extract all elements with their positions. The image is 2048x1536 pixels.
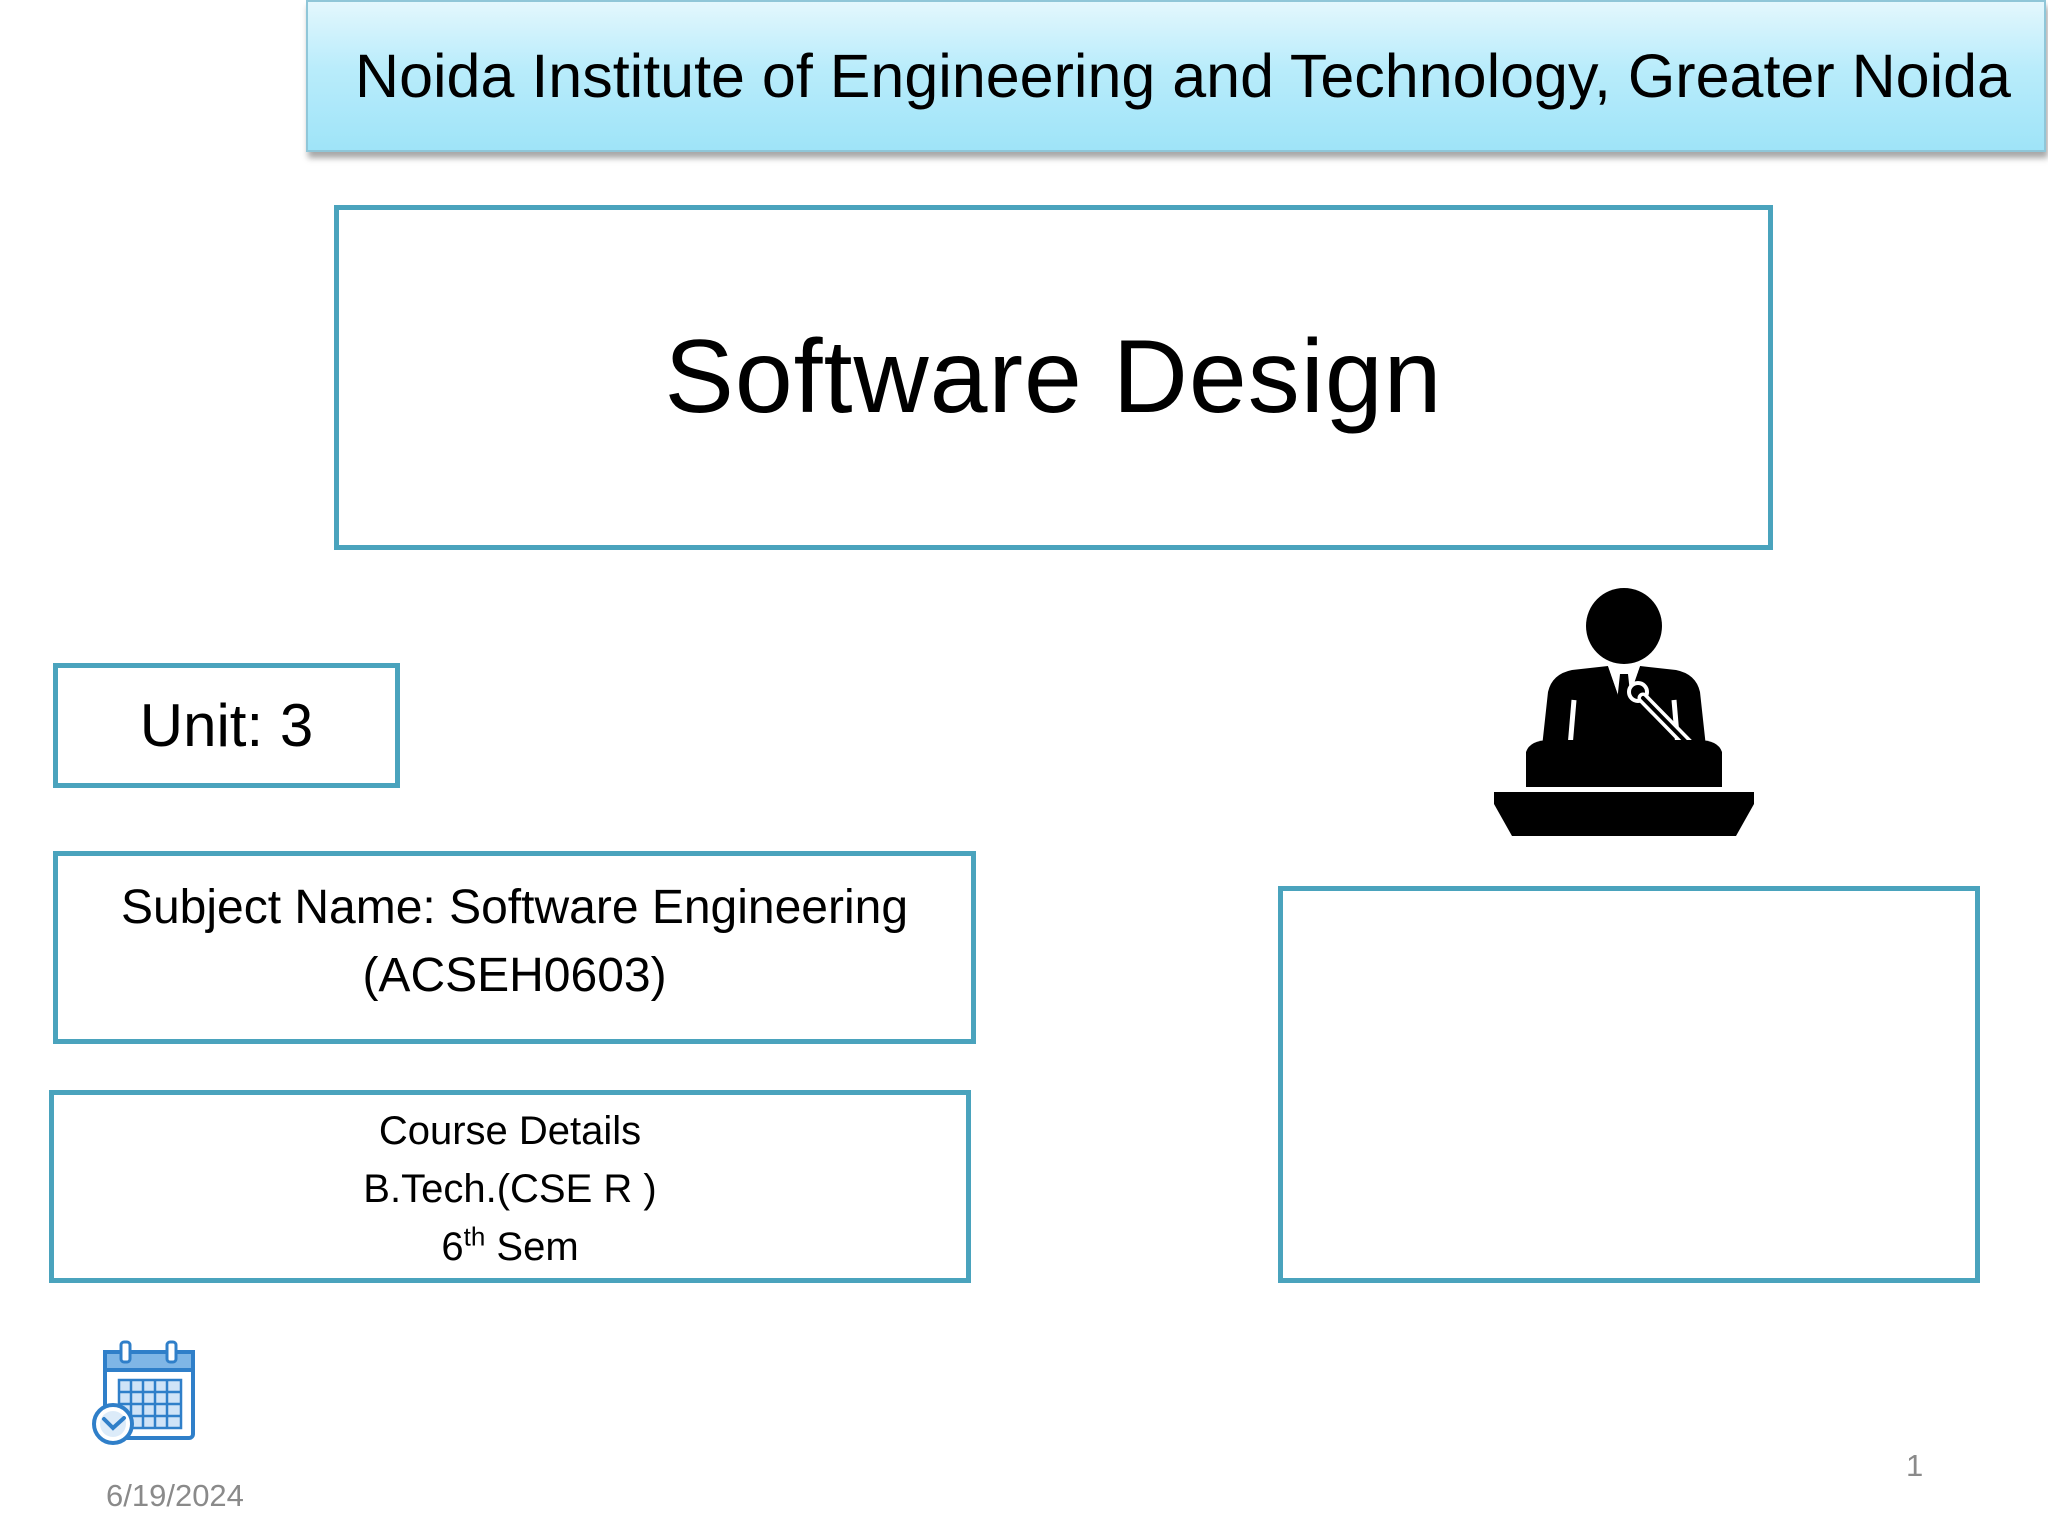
institute-name: Noida Institute of Engineering and Techn… [355, 42, 2011, 110]
page-number: 1 [1906, 1448, 1924, 1483]
course-semester: 6th Sem [54, 1218, 966, 1276]
placeholder-box [1278, 886, 1980, 1283]
title-box: Software Design [334, 205, 1773, 550]
semester-word: Sem [485, 1225, 579, 1269]
semester-suffix: th [463, 1221, 486, 1252]
slide-title: Software Design [664, 319, 1443, 435]
course-program: B.Tech.(CSE R ) [363, 1167, 657, 1211]
subject-code: (ACSEH0603) [362, 949, 667, 1002]
subject-name: Subject Name: Software Engineering [120, 881, 909, 934]
calendar-clock-icon [92, 1340, 195, 1445]
unit-label: Unit: 3 [139, 692, 314, 759]
slide-date: 6/19/2024 [106, 1478, 244, 1513]
subject-box: Subject Name: Software Engineering (ACSE… [53, 851, 976, 1044]
course-details-box: Course Details B.Tech.(CSE R ) 6th Sem [49, 1090, 971, 1283]
institute-banner: Noida Institute of Engineering and Techn… [306, 0, 2046, 152]
semester-number: 6 [441, 1225, 464, 1269]
unit-box: Unit: 3 [53, 663, 400, 788]
course-heading: Course Details [378, 1109, 642, 1153]
speaker-at-podium-icon [1494, 588, 1754, 836]
